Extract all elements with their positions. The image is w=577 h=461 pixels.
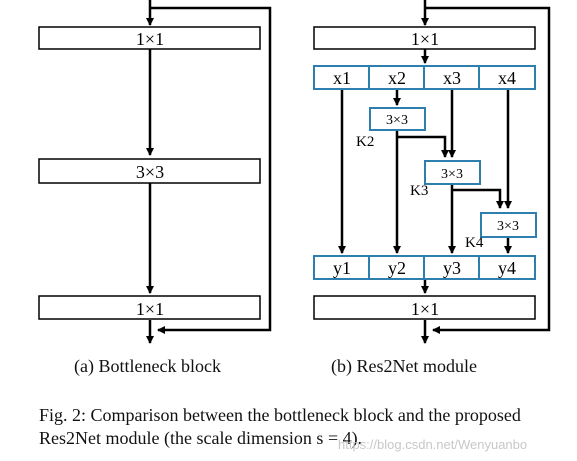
- bottleneck-conv2-box: [38, 158, 261, 184]
- split-x4-label: x4: [498, 68, 516, 88]
- output-y1-label: y1: [333, 258, 351, 278]
- bottleneck-conv1-label: 1×1: [136, 29, 164, 49]
- conv-k4-label: 3×3: [497, 219, 519, 234]
- res2net-conv-in-label: 1×1: [411, 29, 439, 49]
- res2net-conv-in-box: [313, 26, 536, 50]
- bottleneck-conv2-label: 3×3: [136, 162, 164, 182]
- output-y4-label: y4: [498, 258, 516, 278]
- figure-caption-line1: Fig. 2: Comparison between the bottlenec…: [39, 405, 521, 425]
- bottleneck-conv1-box: [38, 26, 261, 50]
- split-x1-label: x1: [333, 68, 351, 88]
- res2net-conv-out-label: 1×1: [411, 299, 439, 319]
- bottleneck-conv3-box: [38, 295, 261, 320]
- conv-k2-label: 3×3: [386, 113, 408, 128]
- concat-row: y1 y2 y3 y4: [313, 255, 536, 280]
- kernel-k3-label: K3: [410, 183, 428, 199]
- conv-k2-box: [369, 107, 426, 131]
- res2net-conv-out-box: [313, 295, 536, 320]
- split-x2-label: x2: [388, 68, 406, 88]
- bottleneck-conv3-label: 1×1: [136, 299, 164, 319]
- bottleneck-caption: (a) Bottleneck block: [74, 356, 221, 376]
- bottleneck-block: [146, 0, 272, 344]
- split-x4-box: [478, 65, 536, 90]
- watermark: https://blog.csdn.net/Wenyuanbo: [338, 437, 528, 452]
- res2net-caption: (b) Res2Net module: [331, 356, 477, 376]
- output-y2-label: y2: [388, 258, 406, 278]
- conv-k3-label: 3×3: [441, 167, 463, 182]
- output-y3-label: y3: [443, 258, 461, 278]
- split-row: x1 x2 x3 x4: [313, 65, 536, 90]
- split-x3-label: x3: [443, 68, 461, 88]
- conv-k4-box: [480, 212, 537, 238]
- kernel-k2-label: K2: [356, 134, 374, 150]
- figure-caption-line2: Res2Net module (the scale dimension s = …: [39, 428, 363, 448]
- output-y4-box: [478, 255, 536, 280]
- res2net-connections: [338, 0, 551, 344]
- conv-k3-box: [424, 160, 481, 185]
- kernel-k4-label: K4: [465, 235, 484, 251]
